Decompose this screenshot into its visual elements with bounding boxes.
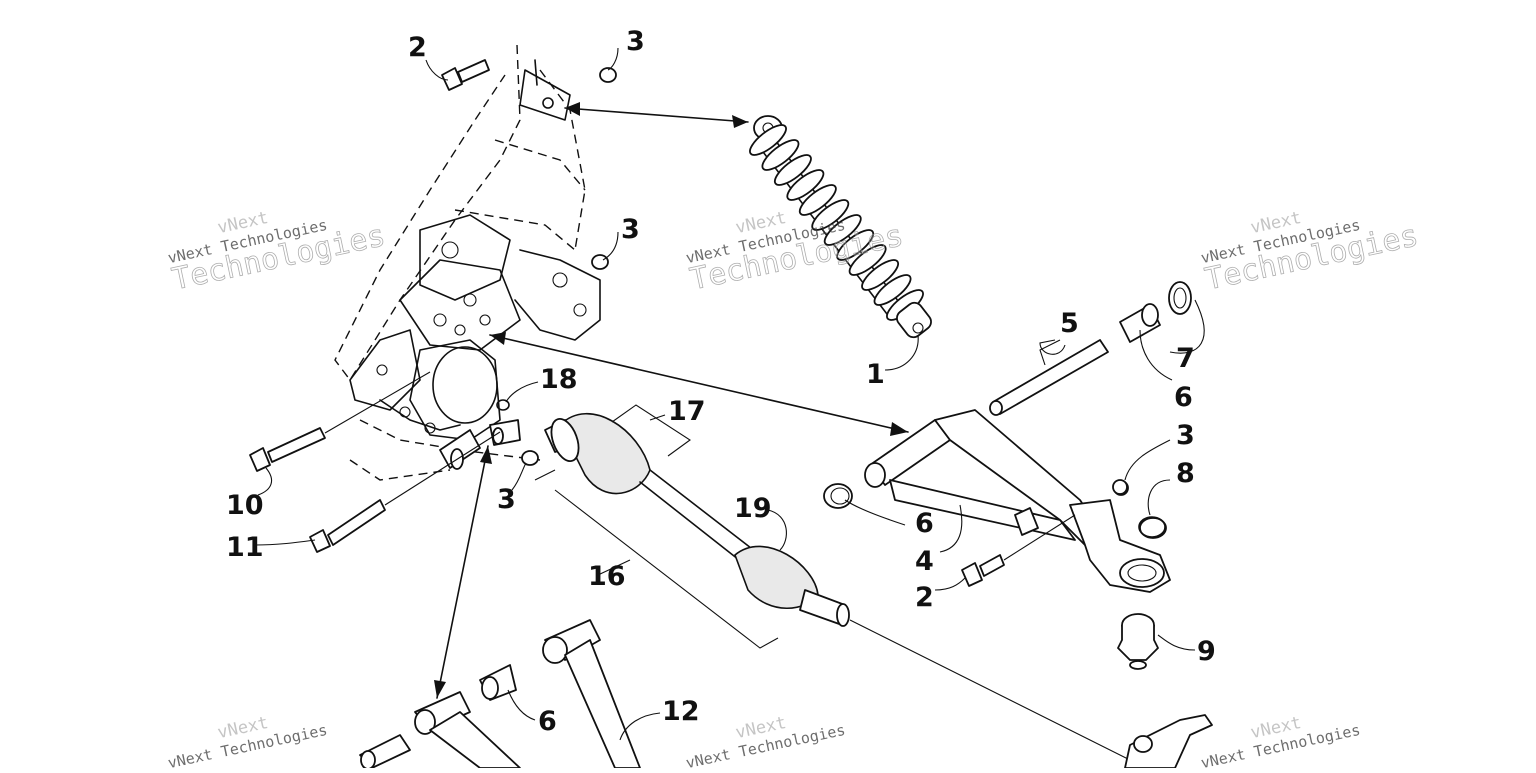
callout-10: 10 [226, 490, 264, 521]
spring-coil [873, 274, 912, 306]
bracket-17 [611, 404, 691, 457]
callout-9: 9 [1197, 636, 1216, 667]
reference-arrows [434, 102, 909, 699]
nut-top [521, 67, 1128, 495]
steering-knuckle [1124, 714, 1213, 769]
upper-a-arm [823, 409, 1171, 593]
callout-2: 2 [408, 32, 427, 63]
lower-a-arm [359, 619, 641, 770]
spring-coil [811, 199, 850, 231]
spring-coil [761, 139, 800, 171]
callout-6: 6 [915, 508, 934, 539]
callout-2: 2 [915, 582, 934, 613]
callout-8: 8 [1176, 458, 1195, 489]
spring-coil [786, 169, 825, 201]
callout-4: 4 [915, 546, 934, 577]
pivot-tube [989, 281, 1192, 416]
bolt-2b [961, 514, 1076, 587]
callout-18: 18 [540, 364, 578, 395]
callout-3: 3 [1176, 420, 1195, 451]
ball-joint [1117, 613, 1159, 670]
callout-19: 19 [734, 493, 772, 524]
callout-6: 6 [538, 706, 557, 737]
spring-coil [773, 154, 812, 186]
callout-12: 12 [662, 696, 700, 727]
callout-6: 6 [1174, 382, 1193, 413]
callout-5: 5 [1060, 308, 1079, 339]
bolt-top [441, 59, 490, 91]
ring-18 [496, 399, 510, 411]
spring-coil [749, 124, 787, 156]
callout-17: 17 [668, 396, 706, 427]
shock-absorber [749, 115, 932, 339]
spring-coil [798, 184, 837, 216]
callout-7: 7 [1176, 343, 1195, 374]
circlip-8 [1138, 516, 1166, 538]
bolt-11 [309, 499, 386, 553]
callout-16: 16 [588, 561, 626, 592]
bushings-lower-left [384, 419, 521, 506]
callout-3: 3 [626, 26, 645, 57]
callout-labels: 2 3 3 1 5 7 6 18 17 3 8 10 3 6 11 19 4 2… [226, 26, 1216, 737]
bracket-16 [534, 469, 779, 649]
bolt-10 [249, 371, 431, 472]
callout-1: 1 [866, 359, 885, 390]
frame-assembly [334, 44, 601, 481]
leader-lines [254, 47, 1205, 741]
spring-coil [836, 229, 875, 261]
callout-3: 3 [497, 484, 516, 515]
callout-3: 3 [621, 214, 640, 245]
spring-coil [861, 259, 900, 291]
callout-11: 11 [226, 532, 264, 563]
cv-axle [544, 413, 1141, 766]
spring-coil [848, 244, 887, 276]
spring-coil [823, 214, 862, 246]
